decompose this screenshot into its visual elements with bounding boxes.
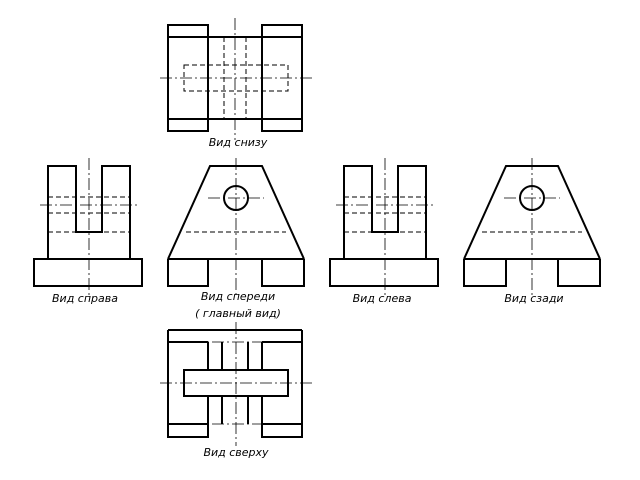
top-view: Вид сверху: [160, 322, 312, 459]
left-view-centerlines: [336, 158, 434, 296]
right-view-base: [33, 258, 143, 287]
front-view-caption: Вид спереди: [201, 290, 275, 303]
bottom-view-caption: Вид снизу: [209, 136, 268, 149]
top-view-outline: [167, 330, 303, 438]
back-view-caption: Вид сзади: [504, 292, 563, 305]
top-view-slot-edges: [221, 342, 249, 424]
left-view-base: [329, 258, 439, 287]
bottom-view-centerlines: [160, 18, 312, 140]
back-view: Вид сзади: [463, 158, 601, 305]
back-view-centerlines: [504, 158, 560, 298]
bottom-view: Вид снизу: [160, 18, 312, 149]
top-view-caption: Вид сверху: [203, 446, 269, 459]
right-view: Вид справа: [33, 158, 143, 305]
left-view: Вид слева: [329, 158, 439, 305]
front-view: Вид спереди ( главный вид): [167, 158, 305, 320]
top-view-centerlines: [160, 322, 312, 446]
front-view-caption-sub: ( главный вид): [195, 307, 281, 320]
front-view-centerlines: [208, 158, 264, 298]
top-view-block-edges: [207, 342, 263, 424]
right-view-caption: Вид справа: [52, 292, 118, 305]
right-view-centerlines: [40, 158, 138, 296]
left-view-caption: Вид слева: [353, 292, 412, 305]
